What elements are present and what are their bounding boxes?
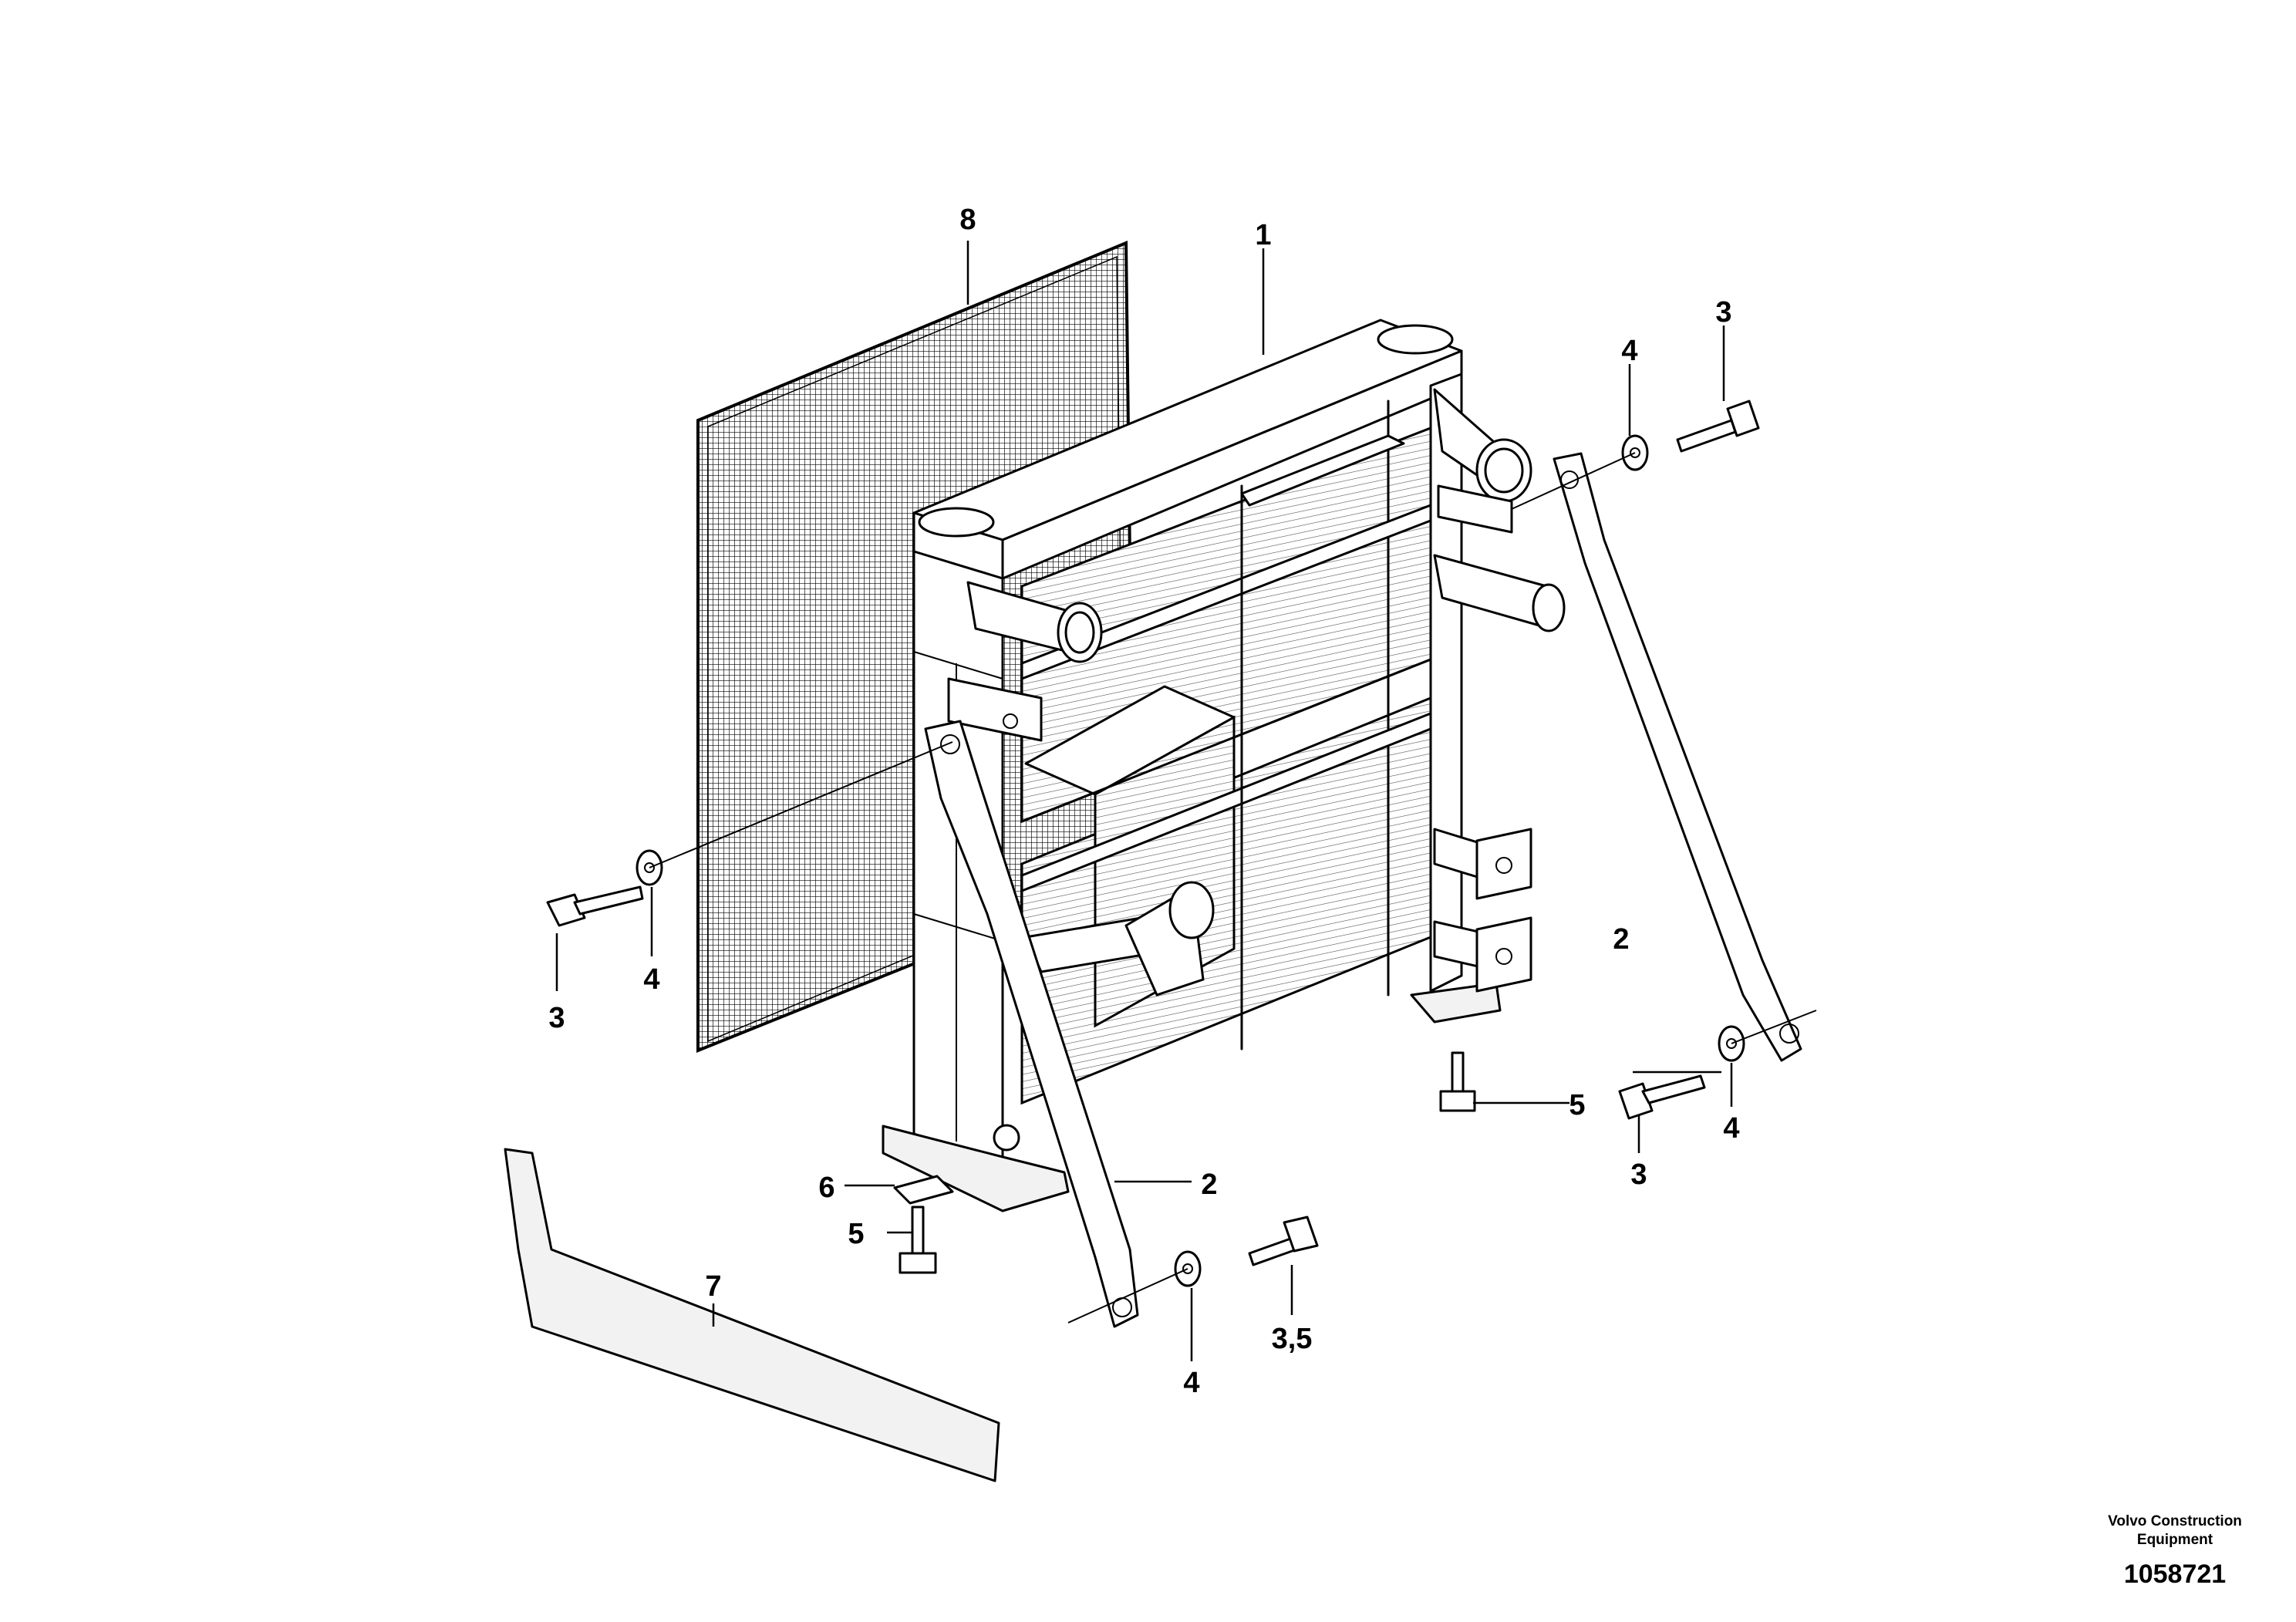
callout-3-lower-right: 3 [1630, 1158, 1647, 1191]
left-mount-block [947, 677, 1043, 742]
callout-4-top-right: 4 [1621, 335, 1637, 367]
callout-2-right: 2 [1613, 923, 1629, 956]
support-stay-left [924, 720, 1139, 1328]
callout-4-left: 4 [643, 963, 659, 996]
vertical-screw-left [899, 1206, 937, 1274]
callout-4-bottom: 4 [1183, 1367, 1199, 1399]
assembly-axis-lines [649, 452, 1817, 1324]
manufacturer-line-1: Volvo Construction [2108, 1513, 2242, 1529]
screw-left [546, 885, 644, 927]
screw-top-right [1676, 400, 1760, 453]
callout-1: 1 [1255, 219, 1271, 251]
callout-4-lower-right: 4 [1723, 1112, 1739, 1145]
callout-labels: 8 1 3 4 3 4 2 5 3 4 2 6 5 7 3,5 4 [548, 204, 1739, 1399]
callout-8: 8 [959, 204, 976, 236]
callout-3-5: 3,5 [1272, 1323, 1313, 1355]
outlet-pipe [1024, 881, 1215, 996]
screw-lower-right [1618, 1074, 1706, 1120]
callout-2-left: 2 [1201, 1168, 1217, 1201]
upper-right-pipe [1433, 388, 1532, 503]
radiator-assembly [882, 319, 1566, 1212]
inlet-pipe [966, 581, 1103, 663]
spacer [893, 1175, 954, 1205]
mid-right-pipe [1433, 554, 1566, 632]
callout-7: 7 [705, 1270, 721, 1303]
illustration-number: 1058721 [2124, 1560, 2226, 1589]
callout-3-top-right: 3 [1715, 296, 1731, 329]
lower-right-flange-lower [1433, 916, 1532, 993]
callout-5-left: 5 [848, 1218, 864, 1250]
manufacturer-line-2: Equipment [2137, 1532, 2213, 1548]
lower-right-flange-upper [1433, 828, 1532, 900]
support-stay-right [1553, 452, 1802, 1062]
leader-lines [555, 241, 1733, 1361]
screw-bottom [1248, 1216, 1319, 1266]
callout-5-right: 5 [1569, 1089, 1585, 1121]
cover-strip [504, 1148, 1000, 1482]
callout-3-left: 3 [548, 1002, 565, 1034]
vertical-screw-right [1439, 1051, 1476, 1112]
right-mount-block [1437, 484, 1513, 534]
callout-6: 6 [818, 1172, 834, 1204]
footer-credit: Volvo Construction Equipment 1058721 [2108, 1513, 2242, 1589]
